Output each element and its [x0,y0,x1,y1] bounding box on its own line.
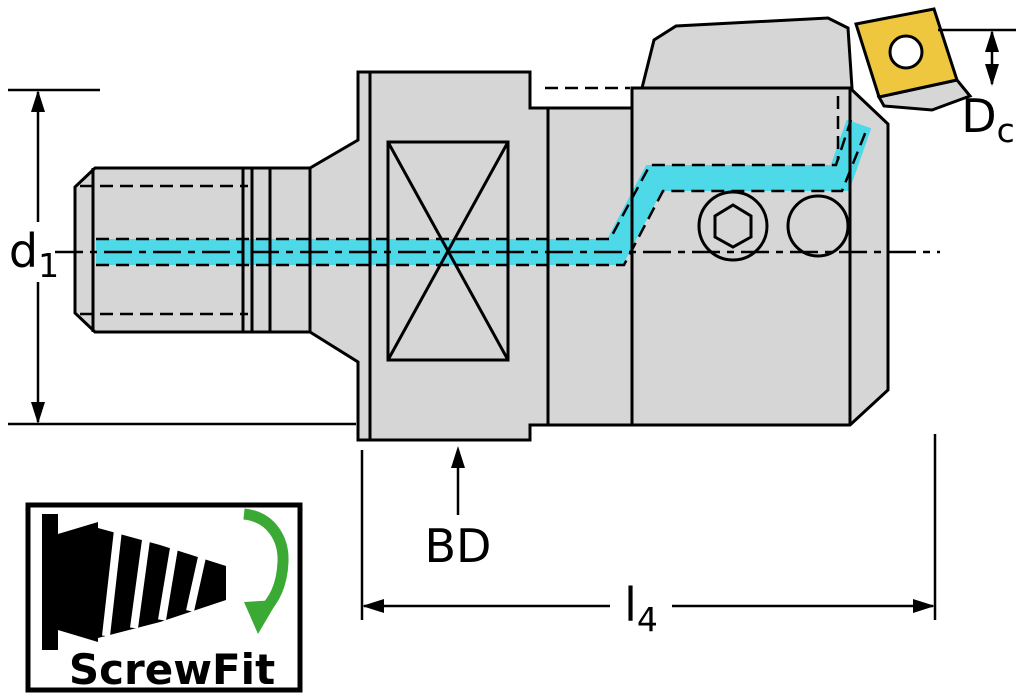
dimension-d1: d1 [8,88,356,426]
insert-clamp [640,16,854,90]
cutting-insert [854,7,959,99]
screwfit-logo-box: ScrewFit [25,502,303,694]
hex-socket-icon [713,203,753,249]
coolant-channel [96,119,872,265]
dimension-l4: l4 [360,434,937,639]
internal-edges [91,72,852,440]
hex-socket-screw [697,190,769,262]
dc-label: Dc [961,89,1015,150]
screwfit-shank-icon [42,514,226,650]
d1-label: d1 [9,224,59,285]
dimension-bd: BD [425,446,492,573]
tool-body-outline [73,70,890,442]
insert-screw-hole [888,34,924,70]
hidden-edges [80,86,868,316]
screwfit-label: ScrewFit [69,645,275,694]
l4-label: l4 [624,578,658,639]
rotation-arrow-icon [243,508,289,634]
clamp-screw-hole [786,194,850,258]
bd-label: BD [425,519,492,573]
dimension-dc: Dc [938,28,1016,150]
